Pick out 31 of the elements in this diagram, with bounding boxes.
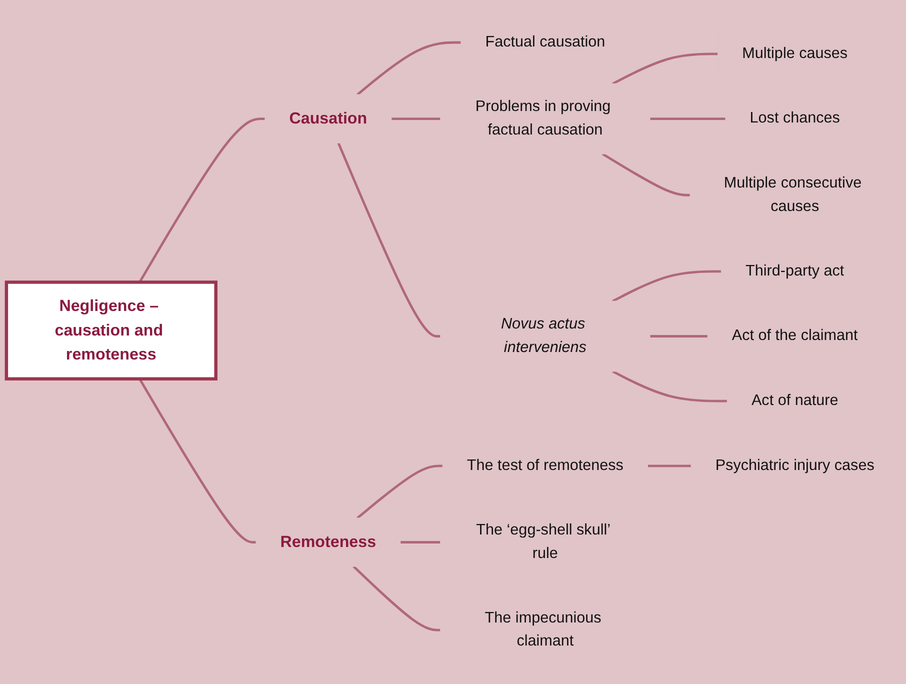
node-text: Multiple causes — [742, 44, 848, 62]
node-text: Remoteness — [280, 533, 376, 552]
connector — [400, 541, 440, 544]
connector — [612, 270, 722, 302]
connector — [650, 335, 708, 338]
connector — [138, 378, 256, 544]
connector — [602, 152, 690, 196]
node-text: Problems in proving factual causation — [475, 98, 611, 138]
node-text: Third-party act — [746, 262, 844, 280]
connector — [138, 118, 266, 283]
connector — [356, 41, 462, 96]
connector — [612, 52, 718, 85]
connector — [391, 118, 440, 120]
node-text: The impecunious claimant — [484, 609, 602, 650]
node-text: The ‘egg-shell skull’ rule — [476, 522, 610, 562]
connector — [612, 370, 728, 402]
node-text: Novus actus interveniens — [500, 316, 586, 356]
connector — [356, 464, 443, 519]
node-text: Act of the claimant — [732, 327, 858, 344]
connector — [352, 566, 440, 632]
node-text: Psychiatric injury cases — [715, 456, 874, 474]
node-text: Causation — [289, 110, 368, 128]
node-text: The test of remoteness — [466, 456, 624, 474]
connector — [337, 142, 440, 338]
node-text: Factual causation — [485, 33, 606, 50]
connector — [648, 464, 692, 468]
node-text: Act of nature — [751, 392, 838, 409]
node-text: Multiple consecutive causes — [724, 174, 862, 214]
node-text: Lost chances — [750, 110, 840, 127]
connector — [650, 118, 726, 120]
node-box: Negligence – causation and remoteness — [4, 280, 218, 380]
